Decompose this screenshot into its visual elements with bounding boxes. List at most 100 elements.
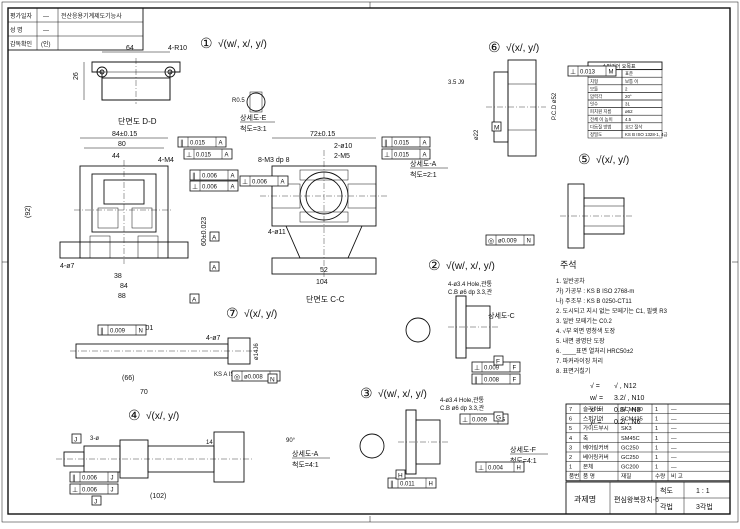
parts-list-cell: 축 [583, 434, 588, 442]
note-line: 3. 일반 모떼기는 C0.2 [556, 317, 612, 325]
dim-52: 52 [320, 267, 328, 274]
dim-66: (66) [122, 375, 134, 382]
tolerance-frame [183, 148, 233, 160]
dim-4r10: 4-R10 [168, 45, 187, 52]
detail-e-view: R0.5 상세도-E 척도=3:1 [232, 91, 275, 133]
datum-letter: J [74, 437, 77, 444]
tolerance-datum: A [231, 185, 235, 191]
header-sep-2: (인) [41, 41, 51, 48]
header-sep-0: — [43, 14, 49, 20]
gear-table-title: 스퍼기어 요목표 [602, 63, 636, 70]
dim-359: 3.5 J9 [448, 80, 465, 86]
tolerance-frame [475, 461, 525, 473]
datum-box [493, 411, 504, 422]
datum-letter: G [496, 415, 501, 422]
parts-list-cell: 1 [655, 465, 658, 471]
dim-4hole-3: 4-ø3.4 Hole,관통 [440, 396, 485, 404]
dim-64: 64 [126, 45, 134, 52]
tolerance-symbol: ∥ [180, 139, 184, 147]
dim-70: 70 [140, 389, 148, 396]
parts-list-cell: 슬라이더 [583, 405, 604, 413]
gear-table-key: 모듈 [590, 86, 598, 91]
parts-list-cell: SK3 [621, 426, 632, 432]
parts-list-cell: 베어링커버 [583, 443, 609, 451]
tolerance-frame [69, 483, 119, 495]
label-detail-a2-scale: 척도=4:1 [292, 461, 319, 469]
part-1-number: ① [200, 35, 213, 51]
dim-104: 104 [316, 279, 328, 286]
tolerance-datum: N [527, 239, 531, 245]
parts-list-cell: 1 [655, 407, 658, 413]
datum-box [493, 355, 504, 366]
parts-list-cell: — [671, 426, 677, 432]
label-detail-a2: 상세도-A [292, 449, 319, 458]
tolerance-value: 0.015 [190, 141, 206, 147]
tolerance-datum: A [219, 141, 223, 147]
parts-list-cell: — [671, 455, 677, 461]
parts-list-cell: 가이드부시 [583, 424, 609, 432]
tolerance-value: 0.011 [400, 482, 415, 488]
parts-list-cell: 1 [655, 417, 658, 423]
dim-14b: 14 [206, 440, 213, 446]
gear-table-key: 다듬질 방법 [590, 123, 611, 130]
header-label-1: 성 명 [10, 26, 23, 34]
gear-table-value: 4.5 [625, 117, 632, 122]
parts-list-cell: 2 [569, 455, 572, 461]
dim-4o11: 4-ø11 [268, 229, 286, 236]
tolerance-frame [69, 471, 119, 483]
tolerance-frame [471, 373, 521, 385]
dim-38: 38 [114, 273, 122, 280]
dim-3o: 3-ø [90, 436, 99, 442]
datum-letter: J [94, 499, 97, 506]
dim-46: 4-ø7 [60, 263, 75, 270]
parts-list-cell: — [671, 465, 677, 471]
tolerance-value: ø0.009 [498, 239, 517, 245]
angle-value: 3각법 [696, 502, 713, 511]
tolerance-datum: A [423, 141, 427, 147]
tolerance-value: 0.009 [484, 366, 500, 372]
dim-8m3: 8-M3 dp 8 [258, 157, 290, 164]
label-detail-c: 상세도-C [488, 311, 515, 320]
title-label: 과제명 [574, 494, 596, 504]
gear-table-value: 31 [625, 102, 630, 107]
roughness-symbol: w/ = [589, 395, 603, 402]
tolerance-datum: H [517, 466, 521, 472]
roughness-symbol: √ = [590, 382, 600, 390]
inner-border [7, 7, 731, 515]
gear-table-key: 잇수 [590, 101, 598, 108]
part-2-finish: √(w/, x/, y/) [446, 260, 495, 272]
tolerance-symbol: ⊥ [192, 184, 198, 191]
gear-table-key: 정밀도 [590, 131, 602, 137]
dim-4m4: 4-M4 [158, 157, 174, 164]
tolerance-frame [231, 370, 281, 382]
roughness-value: 0.8/ , N8 [614, 407, 641, 414]
note-line: 5. 내면 광명단 도장 [556, 337, 605, 345]
datum-box [267, 373, 278, 384]
dim-cb-3: C.B ø6 dp 3.3,관 [440, 404, 485, 412]
gear-table-value: 보통 이 [625, 78, 638, 85]
tolerance-frame [567, 65, 617, 77]
parts-list-cell: GC250 [621, 455, 639, 461]
dim-14: ø14J6 [254, 343, 260, 360]
gear-table-value: 표준 [625, 71, 633, 76]
tolerance-value: 0.008 [484, 378, 500, 384]
datum-letter: A [212, 235, 217, 242]
notes-block: 주석 1. 일반공차 가) 가공부 : KS B ISO 2768-m 나) 주… [556, 260, 668, 426]
parts-list-header: 비 고 [671, 472, 683, 480]
part-2-number: ② [428, 257, 441, 273]
parts-list-cell: 7 [569, 407, 572, 413]
dim-60: 60±0.023 [201, 217, 208, 246]
note-line: 1. 일반공차 [556, 277, 585, 285]
tolerance-datum: H [429, 482, 433, 488]
tolerance-value: 0.009 [110, 329, 126, 335]
part-4-number: ④ [128, 407, 141, 423]
tolerance-symbol: ⊥ [384, 152, 390, 159]
dim-72: 72±0.15 [310, 131, 335, 138]
tolerance-value: 0.006 [202, 174, 218, 180]
part-3-finish: √(w/, x/, y/) [378, 388, 427, 400]
section-cc-view: 72±0.15 2-ø10 2-M5 8-M3 dp 8 4-ø11 52 10… [258, 131, 388, 304]
parts-list-cell: — [671, 436, 677, 442]
